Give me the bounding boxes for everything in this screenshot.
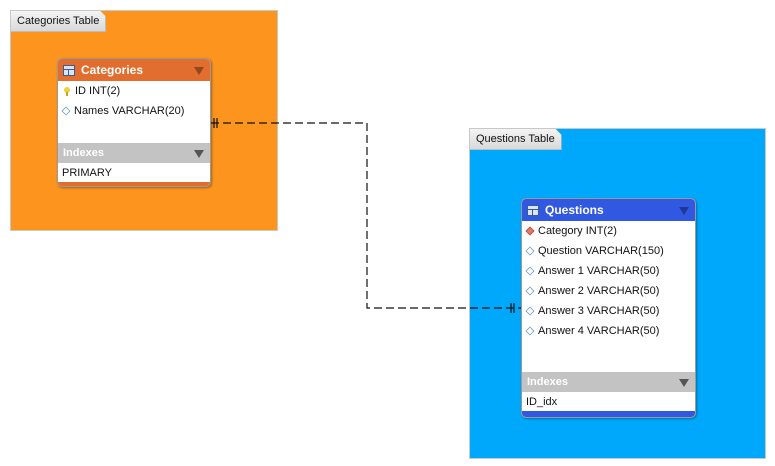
questions-entity-header[interactable]: Questions bbox=[522, 199, 695, 221]
column-label: Answer 4 VARCHAR(50) bbox=[538, 325, 660, 337]
column-row[interactable]: Answer 3 VARCHAR(50) bbox=[522, 301, 695, 321]
column-row[interactable]: Answer 4 VARCHAR(50) bbox=[522, 321, 695, 341]
collapse-triangle-icon[interactable] bbox=[194, 150, 204, 158]
column-row[interactable]: Category INT(2) bbox=[522, 221, 695, 241]
questions-indexes-header[interactable]: Indexes bbox=[522, 372, 695, 392]
column-diamond-icon bbox=[525, 246, 535, 256]
column-diamond-icon bbox=[525, 266, 535, 276]
collapse-triangle-icon[interactable] bbox=[194, 67, 204, 75]
column-diamond-icon bbox=[525, 306, 535, 316]
index-label: PRIMARY bbox=[62, 166, 112, 179]
questions-columns: Category INT(2) Question VARCHAR(150) An… bbox=[522, 221, 695, 372]
categories-indexes-header[interactable]: Indexes bbox=[58, 143, 210, 163]
categories-columns: ID INT(2) Names VARCHAR(20) bbox=[58, 81, 210, 143]
categories-entity-name: Categories bbox=[81, 63, 144, 77]
column-label: Names VARCHAR(20) bbox=[74, 105, 185, 117]
column-row[interactable]: Answer 1 VARCHAR(50) bbox=[522, 261, 695, 281]
column-label: Category INT(2) bbox=[538, 225, 617, 237]
column-row[interactable]: Names VARCHAR(20) bbox=[58, 101, 210, 121]
categories-entity-header[interactable]: Categories bbox=[58, 59, 210, 81]
index-row[interactable]: ID_idx bbox=[522, 392, 695, 411]
column-label: Answer 3 VARCHAR(50) bbox=[538, 305, 660, 317]
column-label: Answer 2 VARCHAR(50) bbox=[538, 285, 660, 297]
column-diamond-icon bbox=[525, 286, 535, 296]
collapse-triangle-icon[interactable] bbox=[679, 207, 689, 215]
categories-entity[interactable]: Categories ID INT(2) Names VARCHAR(20) I… bbox=[57, 58, 211, 187]
questions-entity-footer bbox=[522, 411, 695, 417]
column-row[interactable]: Question VARCHAR(150) bbox=[522, 241, 695, 261]
categories-layer[interactable]: Categories Table bbox=[10, 10, 278, 231]
index-row[interactable]: PRIMARY bbox=[58, 163, 210, 182]
questions-entity[interactable]: Questions Category INT(2) Question VARCH… bbox=[521, 198, 696, 418]
index-label: ID_idx bbox=[526, 395, 558, 408]
column-label: ID INT(2) bbox=[75, 85, 121, 97]
questions-layer-title: Questions Table bbox=[470, 129, 562, 150]
questions-entity-name: Questions bbox=[545, 203, 604, 217]
table-icon bbox=[63, 64, 75, 76]
column-row[interactable]: Answer 2 VARCHAR(50) bbox=[522, 281, 695, 301]
categories-entity-footer bbox=[58, 182, 210, 186]
column-diamond-icon bbox=[61, 106, 71, 116]
table-icon bbox=[527, 204, 539, 216]
column-label: Answer 1 VARCHAR(50) bbox=[538, 265, 660, 277]
column-diamond-icon bbox=[525, 326, 535, 336]
column-row[interactable]: ID INT(2) bbox=[58, 81, 210, 101]
primary-key-icon bbox=[64, 86, 70, 96]
foreign-key-diamond-icon bbox=[525, 226, 535, 236]
indexes-label: Indexes bbox=[527, 376, 568, 388]
indexes-label: Indexes bbox=[63, 147, 104, 159]
collapse-triangle-icon[interactable] bbox=[679, 379, 689, 387]
column-label: Question VARCHAR(150) bbox=[538, 245, 664, 257]
categories-layer-title: Categories Table bbox=[11, 11, 106, 32]
